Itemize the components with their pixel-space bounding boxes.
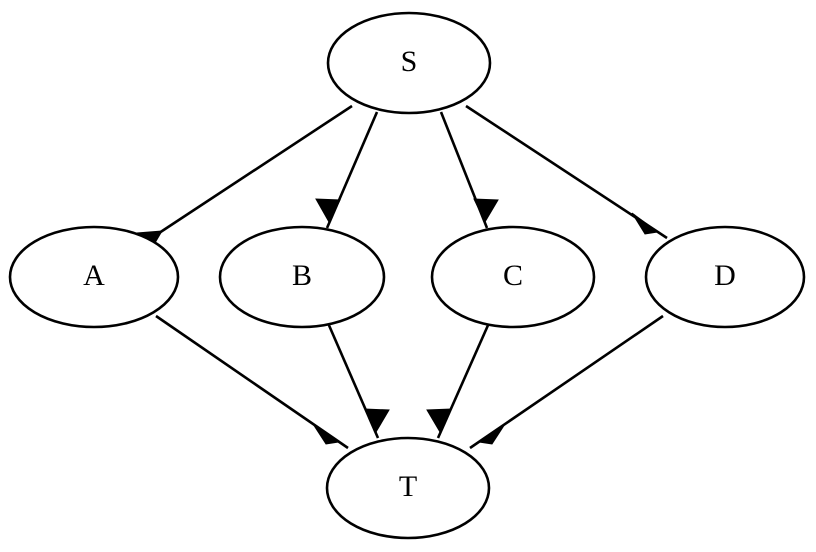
arrowhead-c-t [426, 408, 452, 434]
node-ellipse-c [430, 225, 596, 329]
node-c[interactable]: C [430, 225, 596, 329]
node-ellipse-d [644, 225, 806, 329]
node-a[interactable]: A [8, 225, 180, 329]
edge-s-to-d[interactable] [465, 104, 668, 240]
node-d[interactable]: D [644, 225, 806, 329]
edge-d-to-t[interactable] [469, 314, 664, 450]
edge-layer [135, 104, 668, 450]
node-t[interactable]: T [325, 436, 491, 540]
edge-s-to-c[interactable] [439, 111, 499, 229]
edge-c-to-t[interactable] [426, 322, 491, 439]
arrowhead-s-d [631, 212, 660, 235]
node-layer: S A B C D T [8, 11, 806, 540]
arrowhead-d-t [477, 423, 506, 445]
arrowhead-a-t [312, 423, 341, 445]
node-ellipse-s [326, 11, 492, 115]
edge-s-to-b[interactable] [315, 111, 379, 229]
node-s[interactable]: S [326, 11, 492, 115]
arrowhead-s-b [315, 198, 341, 224]
node-ellipse-t [325, 436, 491, 540]
edge-a-to-t[interactable] [155, 314, 349, 450]
node-label-d: D [714, 259, 736, 292]
arrowhead-b-t [364, 408, 390, 434]
node-label-a: A [83, 259, 105, 292]
node-ellipse-a [8, 225, 180, 329]
node-label-b: B [292, 259, 312, 292]
node-label-t: T [399, 470, 417, 503]
node-b[interactable]: B [218, 225, 386, 329]
arrowhead-s-c [473, 198, 499, 224]
edge-b-to-t[interactable] [326, 322, 390, 439]
edge-line-s-a [152, 104, 353, 239]
node-label-c: C [503, 259, 523, 292]
node-label-s: S [401, 45, 418, 78]
node-ellipse-b [218, 225, 386, 329]
